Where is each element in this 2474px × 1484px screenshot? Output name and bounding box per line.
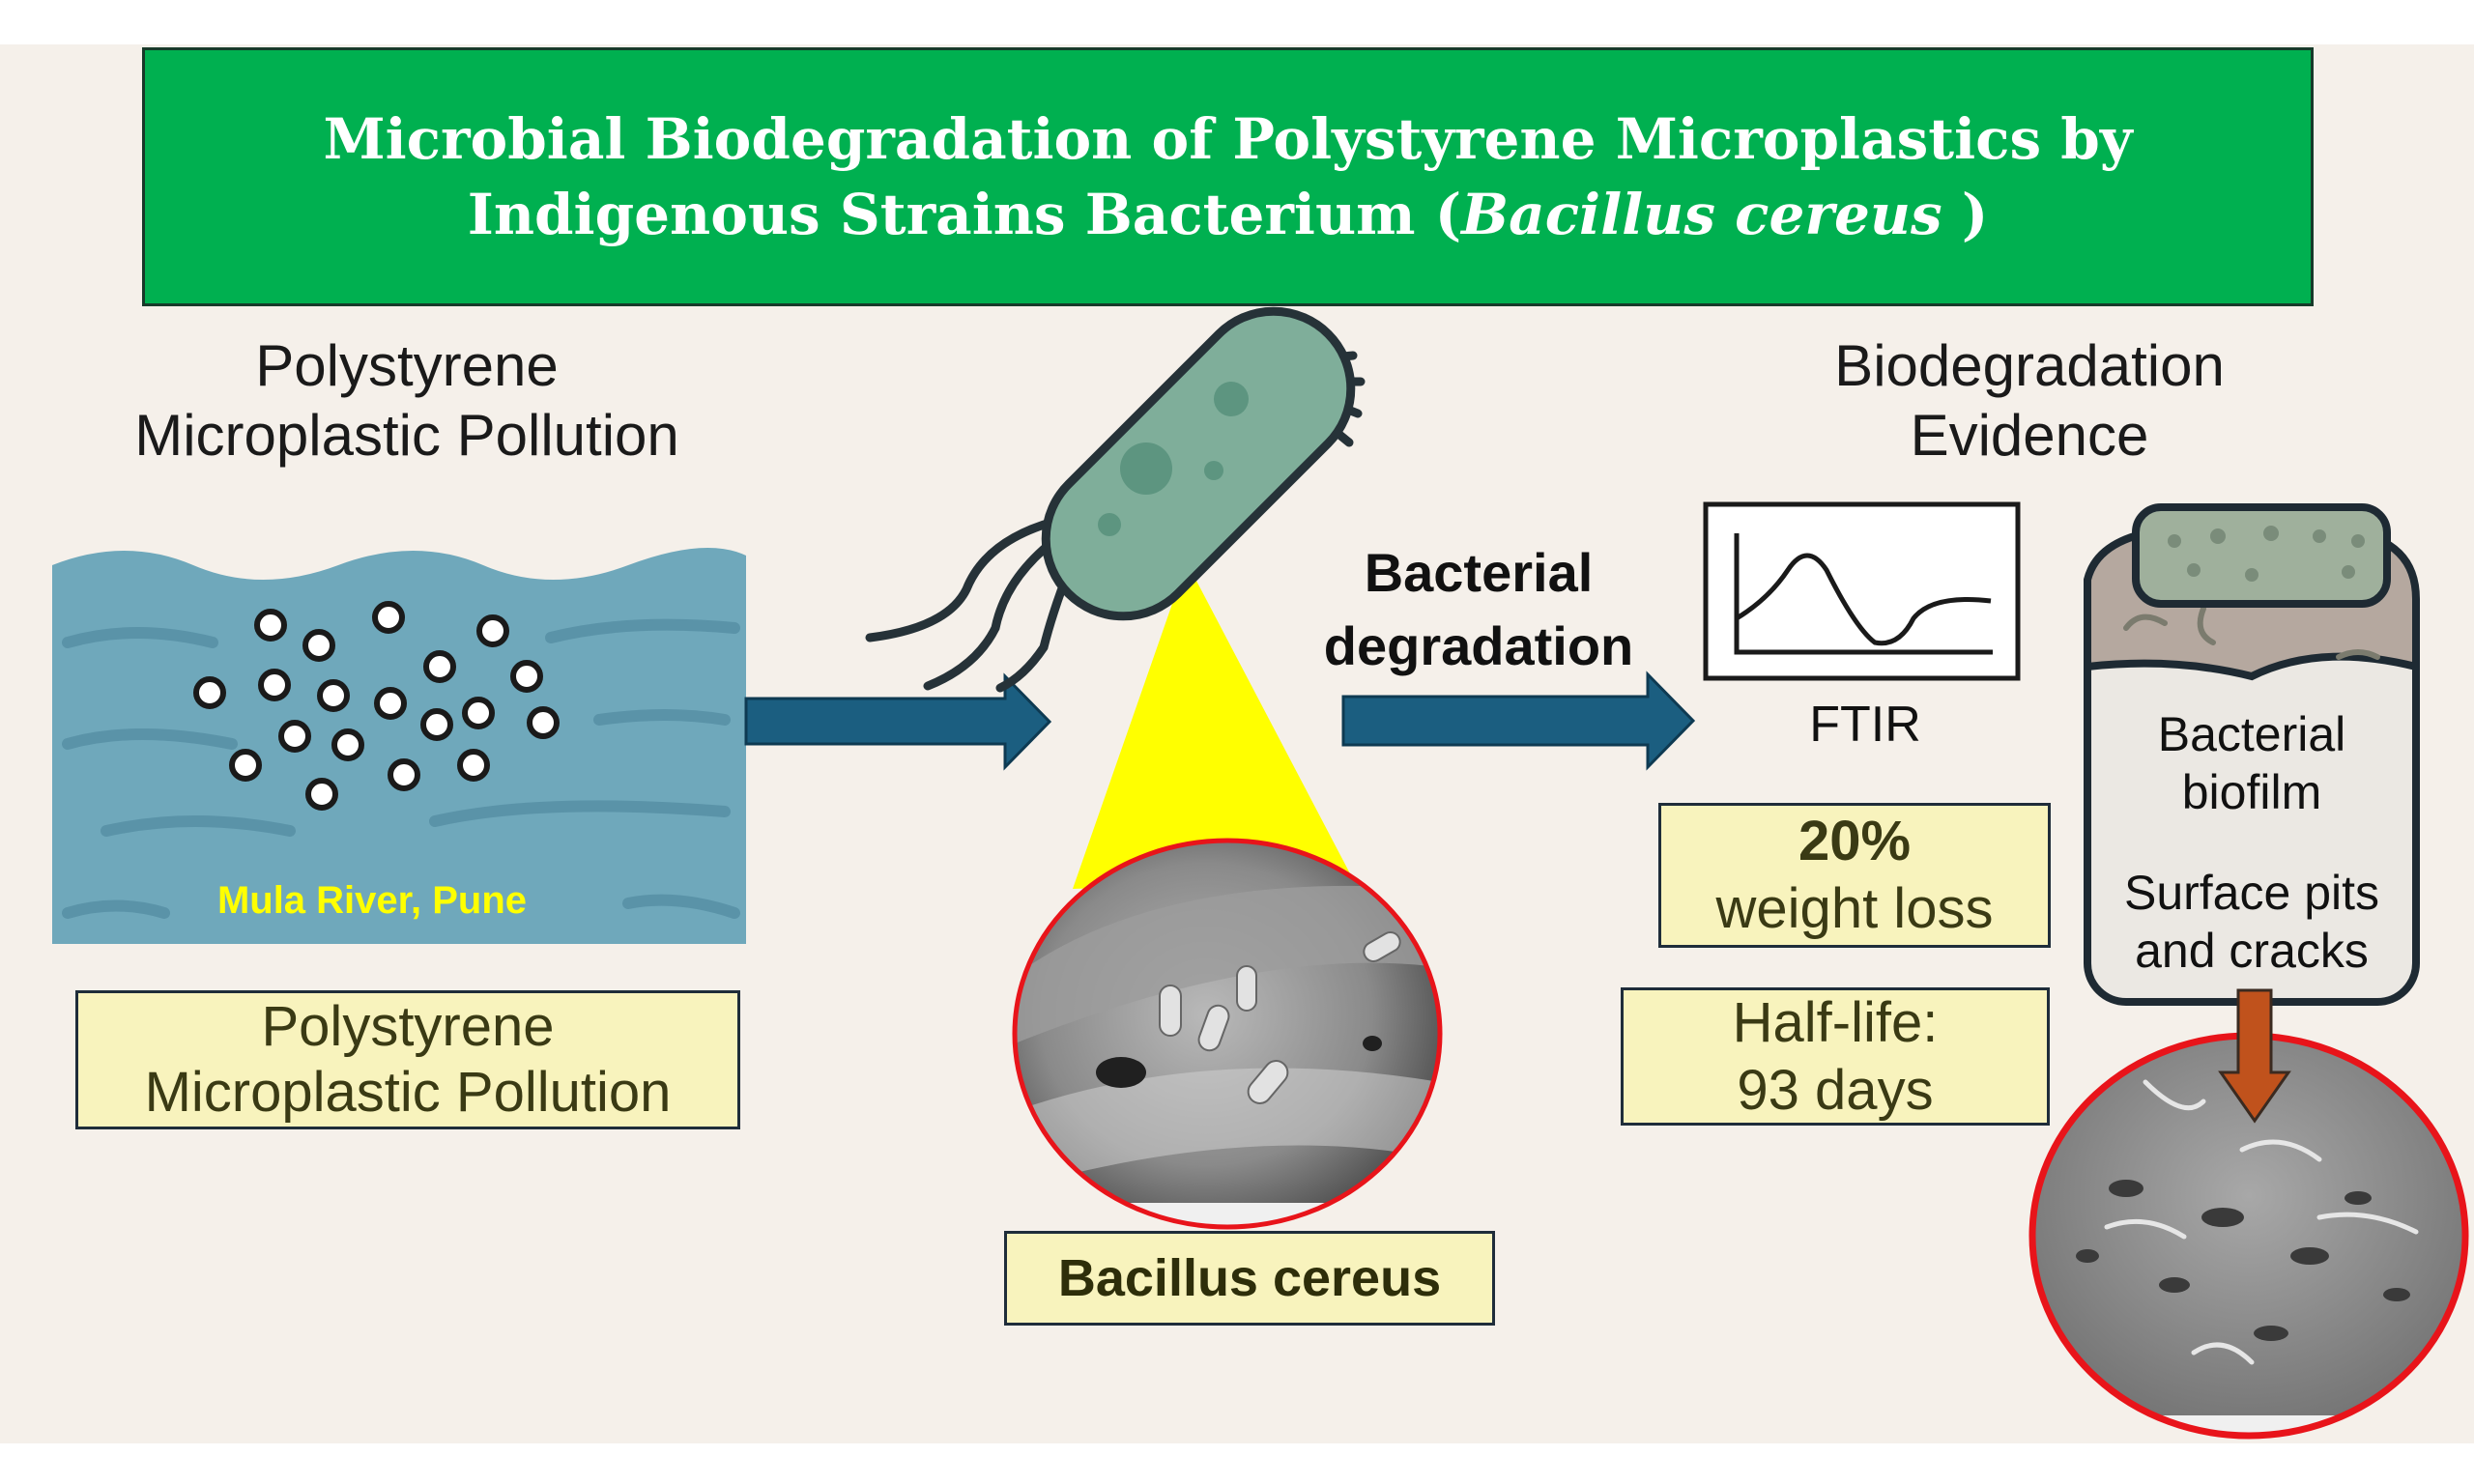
weight-loss-box: 20% weight loss xyxy=(1658,803,2051,948)
weight-loss-text: weight loss xyxy=(1715,877,1994,940)
species-name: Bacillus cereus xyxy=(1461,182,1942,247)
arrow-right-icon xyxy=(744,672,1052,771)
pollution-label-box: Polystyrene Microplastic Pollution xyxy=(75,990,740,1129)
half-life-label: Half-life: xyxy=(1732,990,1939,1054)
heading-line: Evidence xyxy=(1910,403,2149,468)
magnification-cone xyxy=(1073,562,1353,889)
weight-loss-value: 20% xyxy=(1798,810,1912,872)
ftir-spectrum-icon xyxy=(1703,501,2021,681)
left-heading: Polystyrene Microplastic Pollution xyxy=(69,331,745,471)
title-text: ) xyxy=(1942,182,1989,247)
title-line-2: Indigenous Strains Bacterium (Bacillus c… xyxy=(468,177,1989,252)
river-water-illustration xyxy=(52,548,746,944)
process-line: Bacterial xyxy=(1364,542,1594,603)
microplastic-particles xyxy=(193,601,560,811)
organism-label: Bacillus cereus xyxy=(1057,1249,1442,1307)
heading-line: Polystyrene xyxy=(255,333,559,398)
box-line: Microplastic Pollution xyxy=(144,1061,672,1124)
half-life-value: 93 days xyxy=(1737,1058,1934,1122)
title-line-1: Microbial Biodegradation of Polystyrene … xyxy=(323,106,2133,172)
box-line: Polystyrene xyxy=(261,995,555,1058)
sem-image-bacillus-cereus xyxy=(1012,838,1443,1230)
right-heading: Biodegradation Evidence xyxy=(1691,331,2368,471)
jar-text: Surface pits xyxy=(2123,866,2379,920)
process-label: Bacterial degradation xyxy=(1285,536,1672,683)
biofilm-jar-icon xyxy=(2084,503,2420,1006)
arrow-right-icon xyxy=(1341,671,1696,771)
heading-line: Microplastic Pollution xyxy=(134,403,679,468)
title-banner: Microbial Biodegradation of Polystyrene … xyxy=(142,47,2314,306)
title-text: Indigenous Strains Bacterium ( xyxy=(467,182,1462,247)
organism-label-box: Bacillus cereus xyxy=(1004,1231,1495,1326)
bacterium-icon xyxy=(865,306,1366,693)
ftir-label: FTIR xyxy=(1809,697,1921,753)
jar-label: Bacterial biofilm Surface pits and crack… xyxy=(2092,705,2411,980)
jar-text: biofilm xyxy=(2181,765,2322,819)
half-life-box: Half-life: 93 days xyxy=(1621,987,2050,1126)
jar-text: and cracks xyxy=(2135,924,2369,978)
jar-text: Bacterial xyxy=(2157,707,2346,761)
process-line: degradation xyxy=(1323,615,1634,676)
arrow-down-icon xyxy=(2218,988,2291,1124)
location-label: Mula River, Pune xyxy=(216,879,528,922)
heading-line: Biodegradation xyxy=(1834,333,2225,398)
